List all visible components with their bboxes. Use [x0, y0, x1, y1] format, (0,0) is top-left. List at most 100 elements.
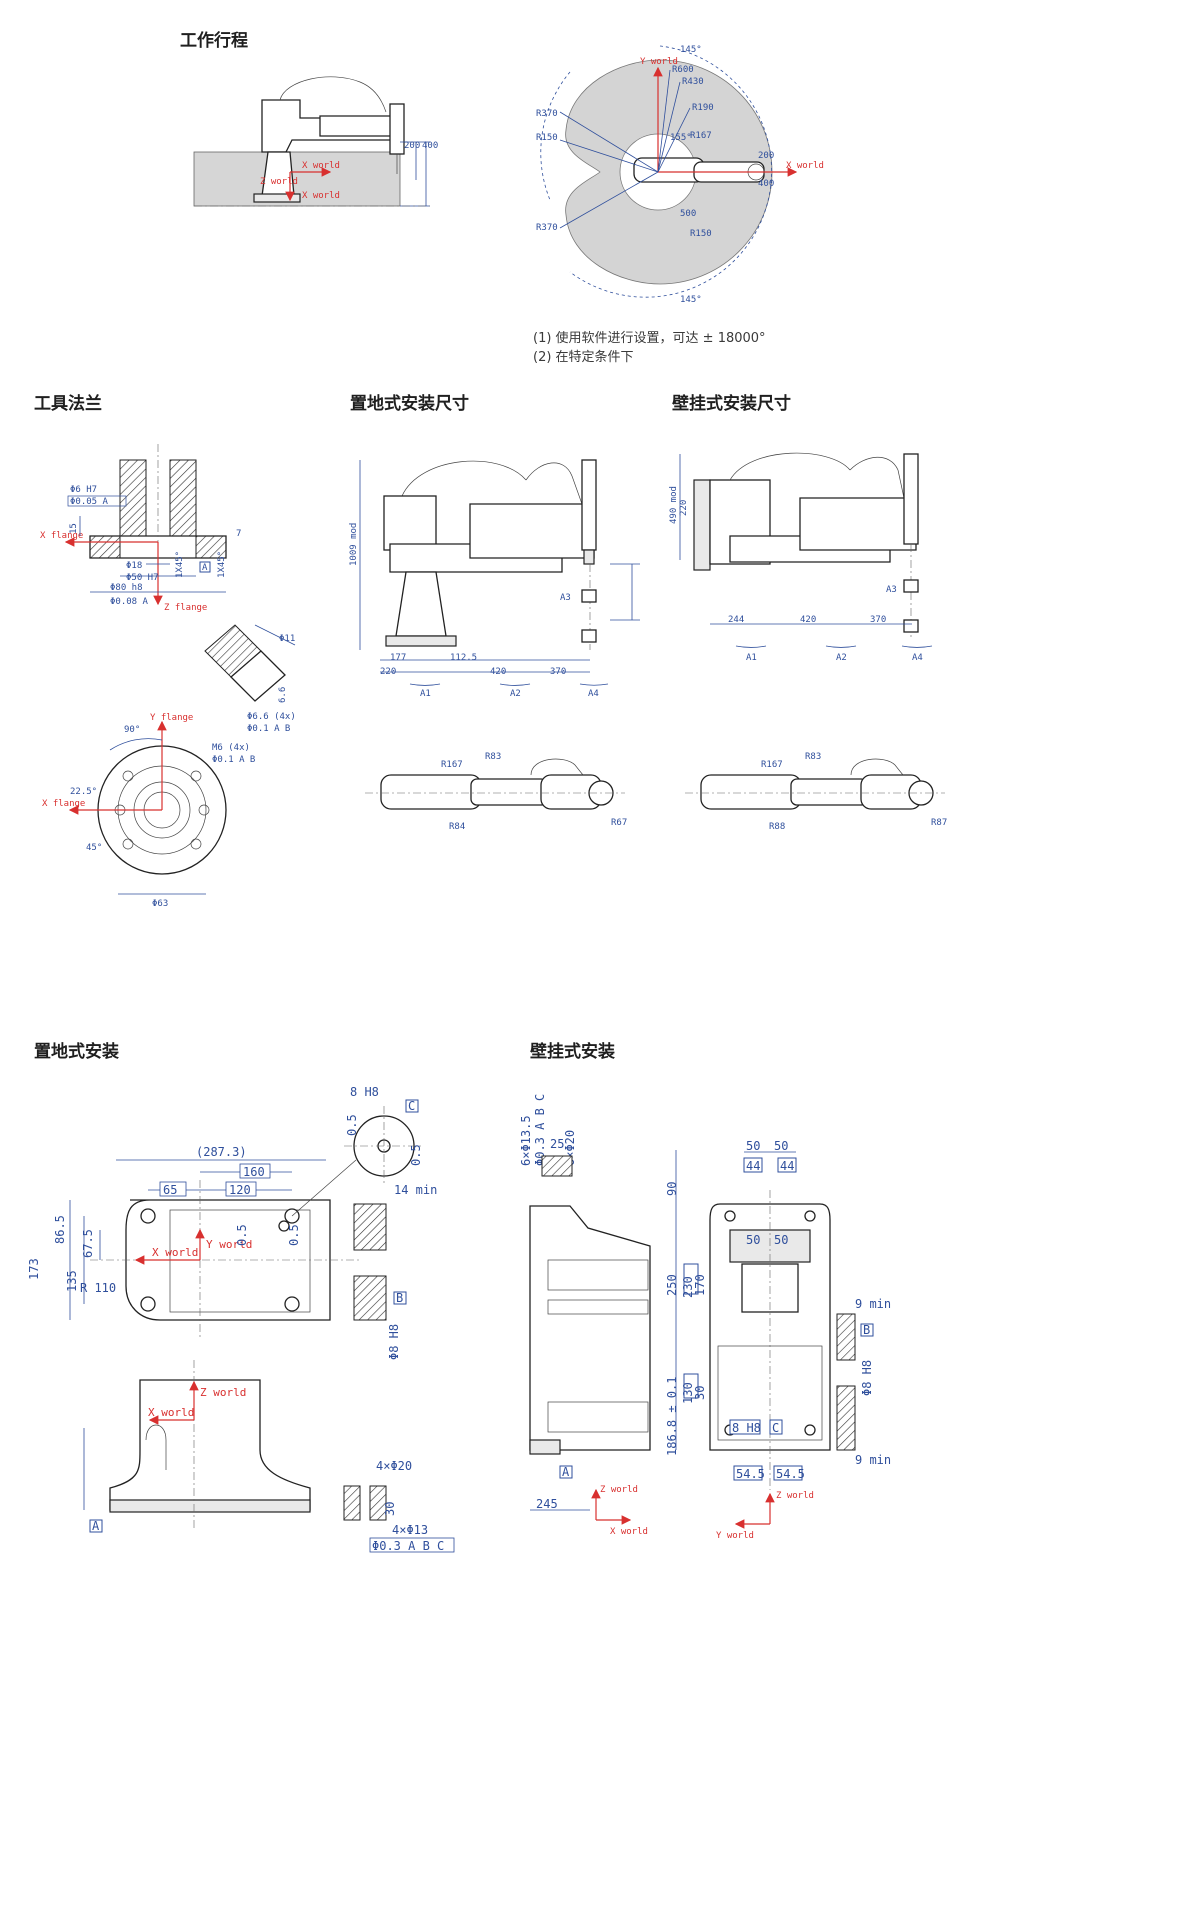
floor-inst-dim-4phi20: 4×Φ20: [376, 1459, 412, 1473]
wall-inst-dim-1868: 186.8 ± 0.1: [665, 1377, 679, 1456]
wall-inst-dim-245: 245: [536, 1497, 558, 1511]
wall-lbl-a3: A3: [886, 585, 897, 595]
wall-inst-dim-90: 90: [665, 1182, 679, 1196]
tool-flange-section-view: X flange Z flange Φ6 H7 Φ0.05 A 15 7 Φ18…: [30, 440, 280, 615]
wall-dims-top-view: R167 R83 R88 R87: [675, 745, 965, 835]
flange-detail-tol: Φ0.1 A B: [247, 724, 290, 734]
tool-flange-title: 工具法兰: [34, 394, 102, 414]
ws-angle-top: 145°: [680, 45, 702, 55]
flange-x-label: X flange: [40, 531, 83, 541]
flange-front-225: 22.5°: [70, 787, 97, 797]
floor-inst-dim-05b: 0.5: [287, 1224, 301, 1246]
floor-lbl-a1: A1: [420, 689, 431, 699]
floor-dim-220: 220: [380, 667, 396, 677]
ws-top-x-label: X world: [786, 161, 824, 171]
wall-top-r83: R83: [805, 752, 821, 762]
floor-inst-x-label: X world: [152, 1246, 198, 1259]
workspace-title: 工作行程: [180, 31, 248, 51]
flange-detail-phi11: Φ11: [279, 634, 295, 644]
wall-inst-dim-6x135: 6×Φ13.5: [519, 1115, 533, 1166]
flange-detail-holes: Φ6.6 (4x): [247, 712, 296, 722]
wall-inst-dim-9min-bot: 9 min: [855, 1453, 891, 1467]
wall-inst-dim-170: 170: [693, 1274, 707, 1296]
wall-inst-datum-a: A: [562, 1465, 570, 1479]
wall-top-r87: R87: [931, 818, 947, 828]
floor-inst-dim-8h8: 8 H8: [350, 1085, 379, 1099]
ws-dim-r600: R600: [672, 65, 694, 75]
floor-inst-dim-05a: 0.5: [235, 1224, 249, 1246]
floor-dim-1125: 112.5: [450, 653, 477, 663]
floor-dim-420: 420: [490, 667, 506, 677]
flange-datum-a: A: [202, 563, 208, 573]
ws-dim-r430: R430: [682, 77, 704, 87]
wall-install-hole-detail: 9 min B Φ8 H8 9 min: [825, 1290, 905, 1480]
wall-dim-370: 370: [870, 615, 886, 625]
wall-inst-dim-545a: 54.5: [736, 1467, 765, 1481]
ws-angle-inner: 155°: [670, 133, 692, 143]
floor-inst-dim-120: 120: [229, 1183, 251, 1197]
ws-side-x2-label: X world: [302, 191, 340, 201]
floor-inst-z-label: Z world: [200, 1386, 246, 1399]
floor-dim-177: 177: [390, 653, 406, 663]
flange-front-phi63: Φ63: [152, 899, 168, 909]
wall-top-r88: R88: [769, 822, 785, 832]
floor-lbl-a2: A2: [510, 689, 521, 699]
floor-top-r84: R84: [449, 822, 465, 832]
wall-dims-side-view: 490 mod 220 244 420 370 A1 A2 A3 A4: [669, 440, 970, 670]
floor-inst-dim-14min: 14 min: [394, 1183, 437, 1197]
flange-front-m6: M6 (4x): [212, 743, 250, 753]
wall-dim-490: 490 mod: [669, 486, 679, 524]
wall-inst-dim-25: 25: [550, 1137, 564, 1151]
ws-dim-r370b: R370: [536, 223, 558, 233]
wall-inst-dim-50c: 50: [746, 1233, 760, 1247]
flange-lbl-15: 15: [69, 523, 79, 534]
wall-inst-z-label: Z world: [600, 1485, 638, 1495]
floor-dims-top-view: R167 R83 R84 R67: [355, 745, 645, 835]
wall-inst-y-label: Y world: [716, 1531, 754, 1541]
wall-inst-dim-230: 230: [681, 1276, 695, 1298]
tool-flange-detail-view: Φ11 6.6 Φ6.6 (4x) Φ0.1 A B: [195, 615, 315, 735]
wall-dims-title: 壁挂式安装尺寸: [672, 394, 791, 414]
floor-inst-dim-65: 65: [163, 1183, 177, 1197]
floor-top-r83: R83: [485, 752, 501, 762]
note-conditions: (2) 在特定条件下: [533, 350, 634, 365]
wall-inst-dim-130: 130: [681, 1382, 695, 1404]
flange-lbl-phi6: Φ6 H7: [70, 485, 97, 495]
floor-inst-datum-c: C: [408, 1099, 415, 1113]
ws-side-x-label: X world: [302, 161, 340, 171]
flange-front-x-label: X flange: [42, 799, 85, 809]
flange-lbl-chamfer2: 1X45°: [217, 551, 227, 578]
wall-inst-dim-44b: 44: [780, 1159, 794, 1173]
floor-inst-dim-tol: Φ0.3 A B C: [372, 1539, 444, 1553]
wall-inst-dim-50a: 50: [746, 1139, 760, 1153]
wall-inst-dim-545b: 54.5: [776, 1467, 805, 1481]
floor-dims-title: 置地式安装尺寸: [350, 394, 469, 414]
flange-front-90: 90°: [124, 725, 140, 735]
floor-install-base-top-view: Y world X world (287.3) 160 65 120 86.5 …: [27, 1080, 470, 1360]
wall-inst-x-label: X world: [610, 1527, 648, 1537]
wall-install-title: 壁挂式安装: [530, 1042, 615, 1062]
ws-dim-r370: R370: [536, 109, 558, 119]
floor-inst-dim-675: 67.5: [81, 1229, 95, 1258]
floor-inst-datum-b: B: [396, 1291, 403, 1305]
flange-detail-66: 6.6: [278, 687, 288, 703]
ws-dim-200: 200: [758, 151, 774, 161]
flange-lbl-phi50: Φ50 H7: [126, 573, 159, 583]
ws-dim-r150b: R150: [690, 229, 712, 239]
ws-side-z-label: Z world: [260, 177, 298, 187]
workspace-side-view: X world Z world X world 200 400: [190, 60, 450, 220]
floor-dim-370: 370: [550, 667, 566, 677]
flange-lbl-7: 7: [236, 529, 241, 539]
wall-inst-datum-c: C: [772, 1421, 779, 1435]
wall-install-front-view: 50 50 44 44 50 50 90 250 230 170 130 186…: [665, 1130, 910, 1541]
flange-lbl-phi18: Φ18: [126, 561, 142, 571]
wall-lbl-a1: A1: [746, 653, 757, 663]
flange-front-tol: Φ0.1 A B: [212, 755, 255, 765]
wall-lbl-a4: A4: [912, 653, 923, 663]
floor-top-r67: R67: [611, 818, 627, 828]
flange-lbl-chamfer1: 1X45°: [175, 551, 185, 578]
wall-inst-dim-9min-top: 9 min: [855, 1297, 891, 1311]
floor-install-title: 置地式安装: [34, 1042, 119, 1062]
flange-lbl-tol2: Φ0.08 A: [110, 597, 149, 607]
floor-inst-dim-865: 86.5: [53, 1215, 67, 1244]
